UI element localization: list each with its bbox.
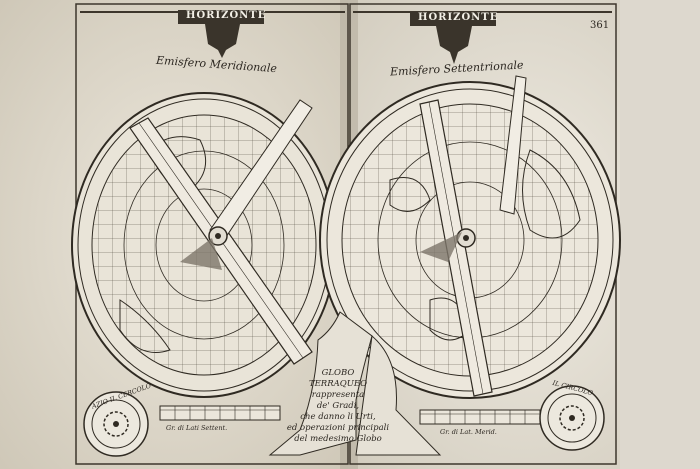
globo-caption-line: che danno li Urti, xyxy=(300,412,376,422)
page-number: 361 xyxy=(590,20,610,31)
right-horizon-strip xyxy=(419,99,493,397)
left-horizonte-banner xyxy=(178,10,264,58)
right-horizonte-banner xyxy=(410,12,496,64)
right-horizonte-label: HORIZONTE xyxy=(418,12,499,23)
globo-caption: GLOBO TERRAQUEO rappresenta de' Gradi, c… xyxy=(278,368,398,445)
right-scale-caption: Gr. di Lat. Merid. xyxy=(440,428,497,436)
globo-caption-line: ed operazioni principali xyxy=(286,423,390,433)
right-scale-ruler xyxy=(419,409,541,425)
left-scale-caption: Gr. di Lati Settent. xyxy=(166,424,228,432)
globo-caption-line: rappresenta xyxy=(311,390,365,400)
globo-pedestal xyxy=(268,311,442,456)
left-horizonte-label: HORIZONTE xyxy=(186,10,267,21)
globo-caption-line: GLOBO xyxy=(321,368,355,378)
right-pointer-strip xyxy=(499,75,527,215)
globo-caption-line: del medesimo Globo xyxy=(294,434,382,444)
left-small-dial xyxy=(83,391,149,457)
right-small-dial xyxy=(539,385,605,451)
left-scale-ruler xyxy=(159,405,281,421)
globo-caption-line: TERRAQUEO xyxy=(308,379,368,389)
globo-caption-line: de' Gradi, xyxy=(316,401,360,411)
